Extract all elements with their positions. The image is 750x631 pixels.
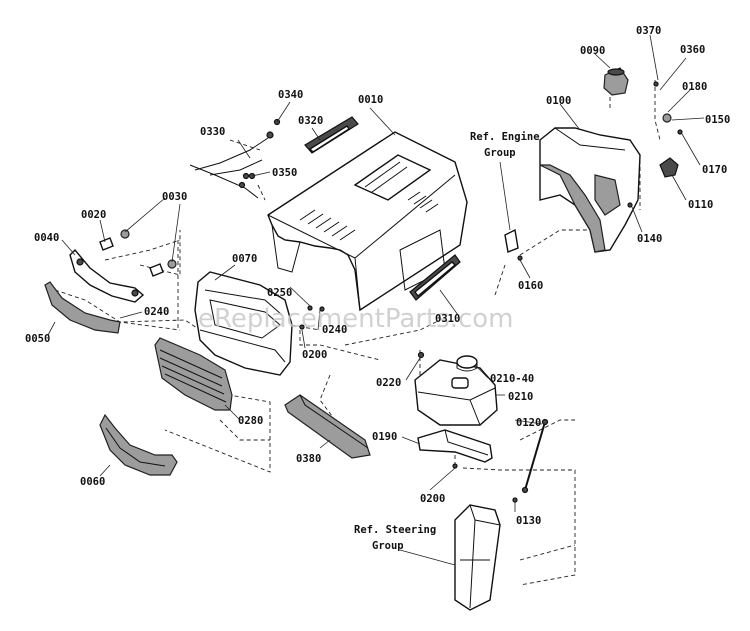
- part-label: 0250: [267, 287, 292, 299]
- screw-part: [627, 202, 633, 208]
- part-label: 0060: [80, 476, 105, 488]
- tank-bracket-part: [417, 429, 493, 463]
- side-grille-part: [409, 254, 461, 301]
- ref-engine-group-label: Ref. Engine Group: [470, 131, 540, 159]
- ref-label-line: Group: [484, 147, 516, 159]
- part-label: 0130: [516, 515, 541, 527]
- ignition-switch-part: [659, 157, 679, 178]
- ref-label-line: Group: [372, 540, 404, 552]
- part-label: 0170: [702, 164, 727, 176]
- screw-part: [299, 324, 305, 330]
- part-label: 0340: [278, 89, 303, 101]
- screw-part: [653, 81, 659, 87]
- screw-part: [417, 351, 425, 359]
- part-label: 0370: [636, 25, 661, 37]
- bulb-socket-part: [99, 229, 177, 277]
- watermark: eReplacementParts.com: [198, 304, 514, 334]
- fuel-cap-part: [456, 355, 478, 369]
- part-label: 0030: [162, 191, 187, 203]
- part-label: 0310: [435, 313, 460, 325]
- part-label: 0280: [238, 415, 263, 427]
- part-label: 0010: [358, 94, 383, 106]
- screw-part: [517, 255, 523, 261]
- part-label: 0350: [272, 167, 297, 179]
- part-label: 0180: [682, 81, 707, 93]
- grille-frame-part: [194, 271, 293, 376]
- screw-part: [319, 306, 325, 312]
- front-bumper-part: [99, 413, 178, 476]
- part-label: 0020: [81, 209, 106, 221]
- hood-vent-slots: [299, 191, 439, 241]
- hood-part: [267, 131, 468, 312]
- screw-part: [452, 463, 458, 469]
- part-label: 0090: [580, 45, 605, 57]
- part-label: 0210: [508, 391, 533, 403]
- headlight-bracket-part: [69, 248, 145, 303]
- foam-panel-part: [284, 394, 371, 459]
- part-label: 0330: [200, 126, 225, 138]
- part-label: 0050: [25, 333, 50, 345]
- part-label: 0160: [518, 280, 543, 292]
- steering-column-part: [454, 504, 501, 611]
- part-label: 0120: [516, 417, 541, 429]
- part-label: 0320: [298, 115, 323, 127]
- part-label: 0150: [705, 114, 730, 126]
- part-label: 0140: [637, 233, 662, 245]
- screw-part: [512, 497, 518, 503]
- part-label: 0100: [546, 95, 571, 107]
- part-label: 0240: [144, 306, 169, 318]
- part-label: 0220: [376, 377, 401, 389]
- wire-harness-part: [189, 131, 274, 199]
- throttle-knob-part: [603, 67, 629, 96]
- part-label: 0040: [34, 232, 59, 244]
- headlight-lens-part: [44, 281, 121, 334]
- part-label: 0360: [680, 44, 705, 56]
- leader-lines: [47, 34, 705, 566]
- key-part: [662, 113, 672, 123]
- ref-label-line: Ref. Steering: [354, 524, 436, 536]
- fuel-tank-part: [414, 355, 498, 426]
- part-label: 0190: [372, 431, 397, 443]
- part-label: 0210-40: [490, 373, 534, 385]
- ref-label-line: Ref. Engine: [470, 131, 540, 143]
- ref-steering-group-label: Ref. Steering Group: [354, 524, 436, 552]
- part-labels: 0010 0320 0340 0330 0350 0030 0020 0040 …: [25, 25, 730, 527]
- part-label: 0070: [232, 253, 257, 265]
- part-label: 0110: [688, 199, 713, 211]
- vent-grille-part: [304, 116, 359, 154]
- part-label: 0200: [302, 349, 327, 361]
- part-label: 0240: [322, 324, 347, 336]
- part-label: 0380: [296, 453, 321, 465]
- engine-bracket-part: [504, 228, 519, 253]
- screw-part: [677, 129, 683, 135]
- grille-part: [154, 337, 233, 411]
- part-label: 0200: [420, 493, 445, 505]
- support-rod-part: [521, 418, 549, 494]
- dash-panel-part: [539, 127, 641, 253]
